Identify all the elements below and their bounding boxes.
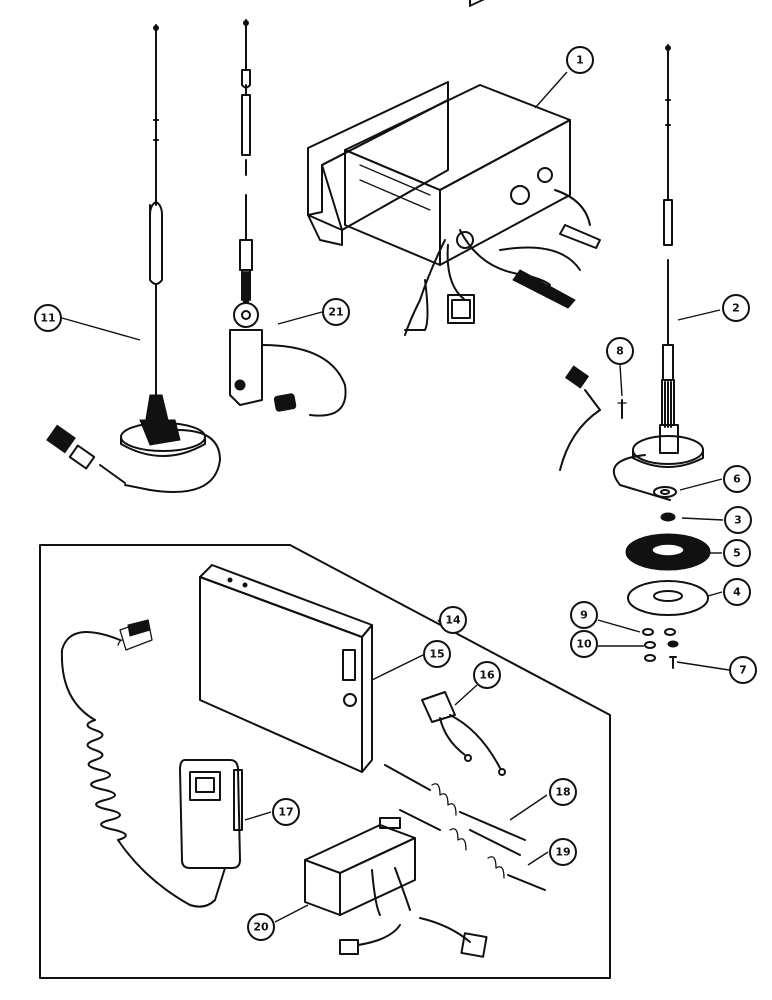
callout-15: 15 xyxy=(423,640,451,668)
callout-7: 7 xyxy=(729,656,757,684)
callout-4-label: 4 xyxy=(733,586,741,599)
kit-inset-frame xyxy=(39,544,611,979)
callout-17-label: 17 xyxy=(278,806,293,819)
callout-7-label: 7 xyxy=(739,664,747,677)
roof-mount-antenna xyxy=(559,44,704,501)
fuse-holders xyxy=(384,764,546,891)
radio-transceiver xyxy=(307,0,601,336)
callout-11: 11 xyxy=(34,304,62,332)
callout-3-label: 3 xyxy=(734,514,742,527)
callout-10: 10 xyxy=(570,630,598,658)
junction-box xyxy=(304,817,488,958)
mounting-hardware xyxy=(625,486,711,669)
callout-4: 4 xyxy=(723,578,751,606)
callout-15-label: 15 xyxy=(429,648,444,661)
callout-19-label: 19 xyxy=(555,846,570,859)
callout-21-label: 21 xyxy=(328,306,343,319)
clamp-mount-antenna xyxy=(229,19,347,417)
callout-3: 3 xyxy=(724,506,752,534)
callout-6-label: 6 xyxy=(733,473,741,486)
callout-16-label: 16 xyxy=(479,669,495,682)
callout-19: 19 xyxy=(549,838,577,866)
callout-9-label: 9 xyxy=(580,609,588,622)
callout-18-label: 18 xyxy=(555,786,570,799)
callout-1-label: 1 xyxy=(576,54,584,67)
callout-6: 6 xyxy=(723,465,751,493)
fuse-connector xyxy=(421,691,506,776)
callout-9: 9 xyxy=(570,601,598,629)
leader-lines xyxy=(61,71,730,923)
callout-8: 8 xyxy=(606,337,634,365)
callout-1: 1 xyxy=(566,46,594,74)
callout-8-label: 8 xyxy=(616,345,624,358)
callout-2-label: 2 xyxy=(732,302,740,315)
callout-16: 16 xyxy=(473,661,501,689)
callout-20: 20 xyxy=(247,913,275,941)
callout-10-label: 10 xyxy=(576,638,592,651)
callout-17: 17 xyxy=(272,798,300,826)
magnetic-mount-antenna xyxy=(46,24,221,493)
callout-21: 21 xyxy=(322,298,350,326)
callout-14-label: 14 xyxy=(445,614,461,627)
microphone xyxy=(60,619,243,908)
callout-5: 5 xyxy=(723,539,751,567)
kit-radio-unit xyxy=(199,564,373,773)
callout-18: 18 xyxy=(549,778,577,806)
callout-2: 2 xyxy=(722,294,750,322)
callout-11-label: 11 xyxy=(40,312,55,325)
callout-5-label: 5 xyxy=(733,547,741,560)
callout-14: 14 xyxy=(439,606,467,634)
callout-20-label: 20 xyxy=(253,921,269,934)
